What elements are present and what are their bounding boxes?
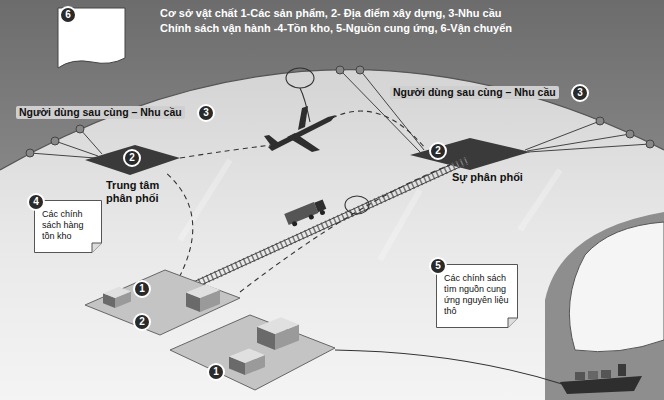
callout-number: 2	[133, 313, 151, 331]
callout-number: 1	[133, 280, 151, 298]
truck	[284, 199, 328, 229]
callout-number: 3	[571, 84, 589, 102]
legend-text: Cơ sở vật chất 1-Các sản phẩm, 2- Địa đi…	[160, 6, 501, 20]
demand-label: Người dùng sau cùng – Nhu cầu	[390, 86, 559, 99]
note-text: Các chính sách tìm nguồn cung ứng nguyên…	[444, 273, 512, 317]
callout-number: 1	[207, 363, 225, 381]
callout-number: 5	[429, 257, 447, 275]
note-text: Các chính sách hàng tồn kho	[42, 209, 96, 242]
site-label: Sự phân phối	[452, 171, 523, 184]
legend-text: Chính sách vận hành -4-Tồn kho, 5-Nguồn …	[160, 21, 512, 35]
factory-site	[85, 270, 335, 390]
demand-label: Người dùng sau cùng – Nhu cầu	[16, 106, 185, 119]
callout-number: 6	[59, 6, 77, 24]
policy-note: 5Các chính sách tìm nguồn cung ứng nguyê…	[436, 264, 518, 328]
sea-and-coast	[545, 212, 664, 400]
policy-note: 4Các chính sách hàng tồn kho	[34, 200, 102, 253]
callout-number: 4	[27, 193, 45, 211]
cargo-ship	[560, 364, 642, 394]
callout-number: 2	[123, 149, 141, 167]
airplane	[264, 106, 336, 152]
callout-number: 3	[197, 104, 215, 122]
callout-number: 2	[429, 142, 447, 160]
site-label: Trung tâm phân phối	[106, 179, 178, 205]
